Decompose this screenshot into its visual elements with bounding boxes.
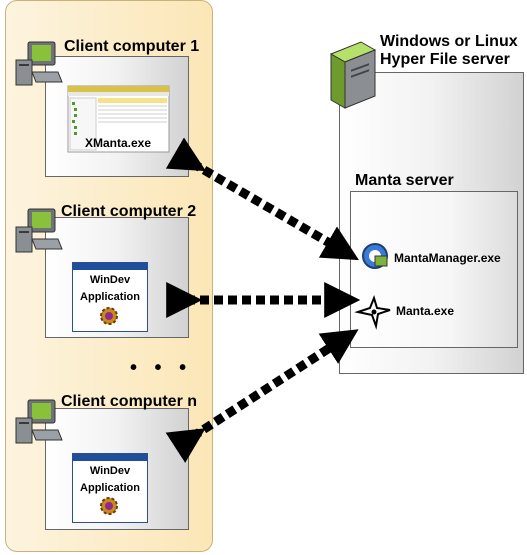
app-titlebar xyxy=(73,263,147,270)
xmanta-screenshot xyxy=(67,85,170,153)
app-name-line1: WinDev xyxy=(89,465,131,477)
arrow-client1-mantamanager xyxy=(165,137,360,261)
pc-icon xyxy=(15,399,63,444)
manta-exe-label: Manta.exe xyxy=(396,304,455,318)
windev-application-card: WinDev Application xyxy=(72,453,148,523)
manta-server-box xyxy=(350,191,518,348)
server-title: Windows or Linux Hyper File server xyxy=(380,33,518,69)
gear-icon xyxy=(100,307,118,325)
manta-star-icon xyxy=(354,294,391,330)
server-title-line2: Hyper File server xyxy=(380,51,510,68)
client-computer-n-label: Client computer n xyxy=(61,393,198,410)
app-name-line2: Application xyxy=(80,482,140,494)
manta-manager-label: MantaManager.exe xyxy=(394,251,501,265)
manta-server-title: Manta server xyxy=(355,172,454,189)
app-name-line1: WinDev xyxy=(89,274,131,286)
pc-icon xyxy=(15,208,63,253)
pc-icon xyxy=(15,41,63,86)
server-title-line1: Windows or Linux xyxy=(380,33,518,50)
windev-application-card: WinDev Application xyxy=(72,262,148,332)
app-titlebar xyxy=(73,454,147,461)
client-computer-2-label: Client computer 2 xyxy=(61,203,197,220)
app-name-line2: Application xyxy=(80,291,140,303)
gear-icon xyxy=(100,497,118,515)
xmanta-label: XManta.exe xyxy=(85,136,152,150)
client-computer-1-label: Client computer 1 xyxy=(64,38,200,55)
server-icon xyxy=(329,41,377,109)
manta-manager-icon xyxy=(362,243,388,269)
arrow-clientn-manta xyxy=(165,329,359,463)
